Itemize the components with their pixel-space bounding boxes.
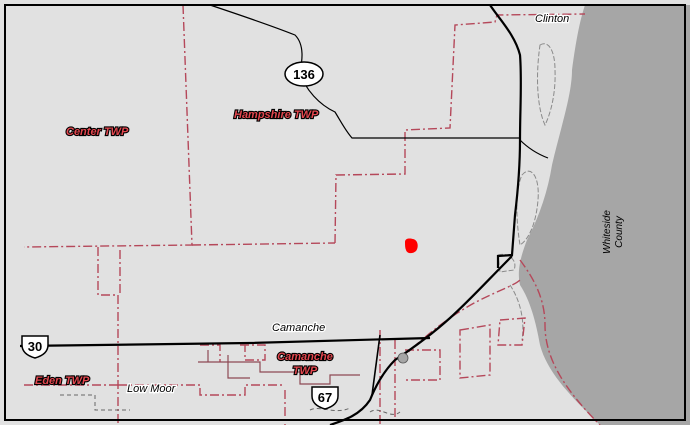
township-boundaries <box>23 4 601 425</box>
route-67-label: 67 <box>318 390 332 405</box>
route-shield-us67: 67 <box>311 386 339 410</box>
camanche-town-outline <box>198 350 360 385</box>
county-label: Whiteside County <box>602 210 625 254</box>
county-label-line1: Whiteside <box>602 210 613 254</box>
place-label-camanche: Camanche <box>272 322 325 334</box>
township-label-hampshire: Hampshire TWP <box>234 109 319 121</box>
place-label-low-moor: Low Moor <box>127 383 177 395</box>
map-frame <box>4 4 686 421</box>
mississippi-river <box>518 5 690 425</box>
small-ponds <box>397 352 409 364</box>
township-label-camanche-line2: TWP <box>293 365 318 377</box>
county-label-line2: County <box>614 215 625 248</box>
place-label-clinton: Clinton <box>535 13 569 25</box>
township-label-center: Center TWP <box>66 126 129 138</box>
route-shield-136: 136 <box>284 61 324 87</box>
location-marker[interactable] <box>405 238 418 254</box>
route-30-label: 30 <box>28 339 42 354</box>
route-shield-us30: 30 <box>21 335 49 359</box>
township-label-camanche-line1: Camanche <box>277 351 333 363</box>
route-136-label: 136 <box>293 67 315 82</box>
location-dot-icon <box>405 238 418 254</box>
minor-roads <box>60 394 401 415</box>
township-label-eden: Eden TWP <box>35 375 90 387</box>
